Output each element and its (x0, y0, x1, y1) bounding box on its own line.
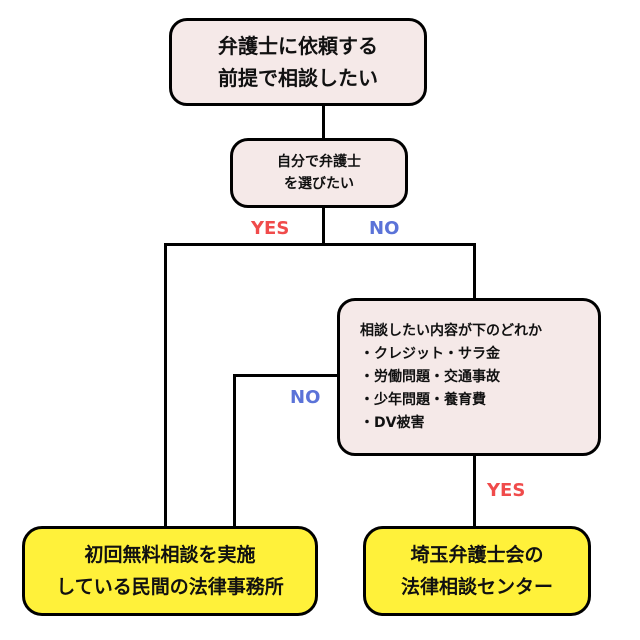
criteria-node: 相談したい内容が下のどれか ・クレジット・サラ金 ・労働問題・交通事故 ・少年問… (337, 298, 601, 456)
private-law-office-line-1: 初回無料相談を実施 (84, 544, 256, 566)
private-law-office-line-2: している民間の法律事務所 (56, 576, 284, 598)
criteria-item: ・少年問題・養育費 (360, 391, 486, 408)
question-no-label: NO (369, 218, 400, 239)
private-law-office-node: 初回無料相談を実施 している民間の法律事務所 (22, 526, 318, 616)
criteria-yes-label: YES (487, 480, 526, 501)
connector-start-to-question (322, 105, 325, 139)
question-node-line-2: を選びたい (284, 176, 354, 192)
criteria-item: ・DV被害 (360, 414, 425, 431)
criteria-title: 相談したい内容が下のどれか (360, 322, 542, 339)
connector-criteria-no-horizontal (233, 374, 338, 377)
connector-question-down (322, 207, 325, 245)
connector-yes-branch-down (164, 243, 167, 527)
connector-no-branch-down (473, 243, 476, 299)
bar-association-center-line-1: 埼玉弁護士会の (410, 544, 544, 566)
start-node-line-1: 弁護士に依頼する (218, 34, 378, 58)
bar-association-center-node: 埼玉弁護士会の 法律相談センター (363, 526, 591, 616)
criteria-item: ・クレジット・サラ金 (360, 345, 500, 362)
connector-criteria-no-down (233, 374, 236, 527)
question-node: 自分で弁護士 を選びたい (230, 138, 408, 208)
criteria-no-label: NO (290, 387, 321, 408)
bar-association-center-line-2: 法律相談センター (400, 576, 553, 598)
criteria-item: ・労働問題・交通事故 (360, 368, 500, 385)
connector-split-horizontal (164, 243, 476, 246)
question-node-line-1: 自分で弁護士 (277, 154, 361, 170)
question-yes-label: YES (251, 218, 290, 239)
connector-criteria-yes-down (473, 455, 476, 527)
start-node-line-2: 前提で相談したい (218, 66, 378, 90)
start-node: 弁護士に依頼する 前提で相談したい (169, 18, 427, 106)
